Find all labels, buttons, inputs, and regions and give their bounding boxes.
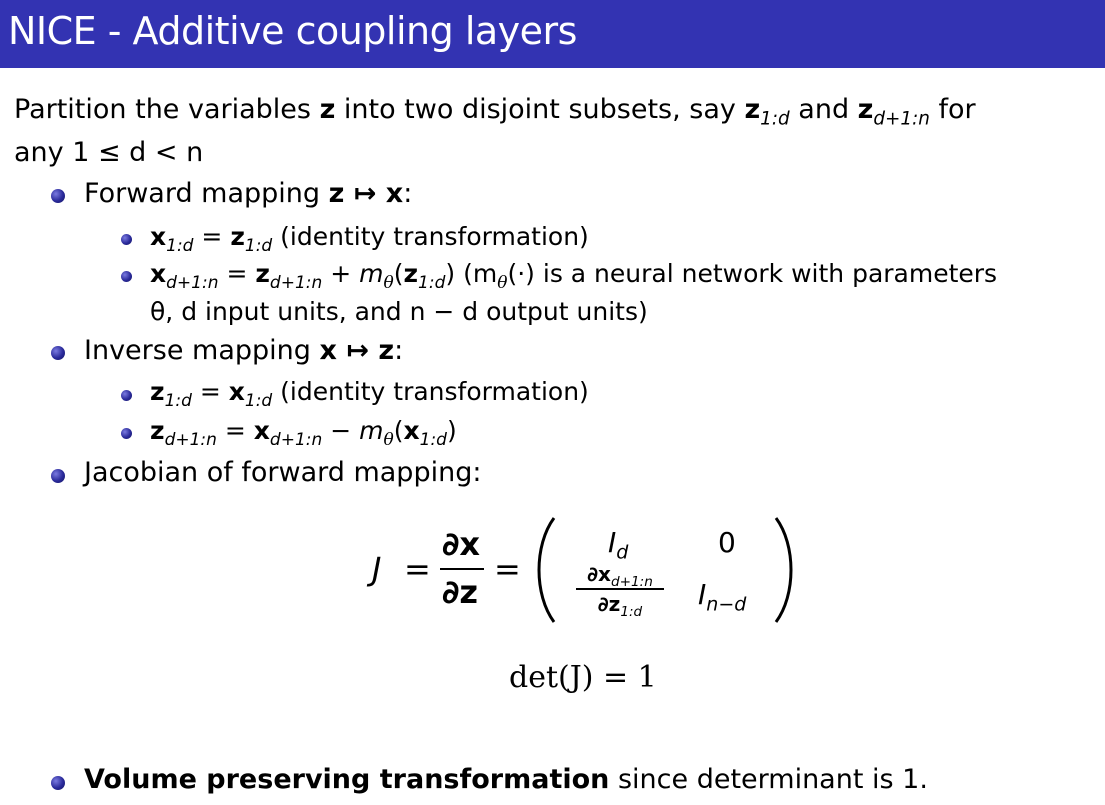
equals: = [193,222,231,251]
left-paren-icon [537,517,556,623]
intro-text: Partition the variables [14,94,320,125]
inverse-map: x ↦ z [319,335,395,366]
note: (·) is a neural network with parameters [507,259,998,288]
colon: : [394,335,404,366]
matrix-identity-n-d: In−d [698,578,747,616]
slide-title-bar: NICE - Additive coupling layers [0,0,1105,68]
equals: = [494,550,521,588]
jacobian-heading: Jacobian of forward mapping: [84,457,482,488]
note: (identity transformation) [272,377,589,406]
forward-item-1: x1:d = z1:d (identity transformation) [150,222,589,254]
forward-label: Forward mapping [84,178,329,209]
volume-bold-text: Volume preserving transformation [84,764,610,795]
forward-heading: Forward mapping z ↦ x: [84,178,412,209]
forward-item-2: xd+1:n = zd+1:n + mθ(z1:d) (mθ(·) is a n… [150,259,998,293]
intro-text: for [929,94,976,125]
z-symbol: z [230,222,245,251]
z-symbol: z [857,94,874,125]
slide-title: NICE - Additive coupling layers [8,9,577,53]
J-symbol: J [372,550,382,588]
bullet-icon [51,469,65,483]
matrix-zero: 0 [718,526,736,559]
bullet-icon [121,271,132,282]
bullet-icon [121,390,132,401]
note: (identity transformation) [272,222,589,251]
z-symbol: z [319,94,336,125]
bullet-icon [121,428,132,439]
dx-numerator: ∂x [442,525,481,563]
intro-text: and [789,94,858,125]
right-paren-icon [774,517,793,623]
bullet-icon [51,189,65,203]
matrix-partial-fraction: ∂xd+1:n ∂z1:d [576,562,664,619]
bullet-icon [51,346,65,360]
inverse-item-2: zd+1:n = xd+1:n − mθ(x1:d) [150,416,457,450]
forward-item-2-cont: θ, d input units, and n − d output units… [150,297,648,326]
matrix-identity-d: Id [608,526,629,564]
fraction-bar [440,568,484,570]
inverse-heading: Inverse mapping x ↦ z: [84,335,403,366]
subscript: 1:d [166,235,194,256]
forward-map: z ↦ x [328,178,404,209]
colon: : [403,178,413,209]
x-symbol: x [150,222,167,251]
bullet-icon [51,776,65,790]
volume-rest-text: since determinant is 1. [609,764,928,795]
inverse-label: Inverse mapping [84,335,320,366]
subscript: d+1:n [873,108,930,130]
inverse-item-1: z1:d = x1:d (identity transformation) [150,377,589,411]
dz-denominator: ∂z [442,573,479,611]
intro-text: into two disjoint subsets, say [335,94,745,125]
volume-line: Volume preserving transformation since d… [84,764,928,795]
determinant-equation: det(J) = 1 [509,660,657,695]
subscript: 1:d [244,235,273,256]
intro-line-1: Partition the variables z into two disjo… [14,94,976,128]
intro-line-2: any 1 ≤ d < n [14,137,204,168]
bullet-icon [121,234,132,245]
subscript: 1:d [760,108,790,130]
note: (m [455,259,498,288]
z-symbol: z [744,94,761,125]
equals: = [404,550,431,588]
